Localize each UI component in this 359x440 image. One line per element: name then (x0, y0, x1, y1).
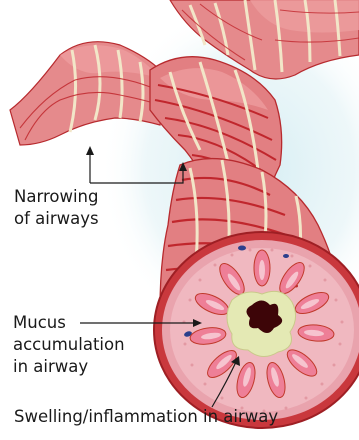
narrowing-label-line-1: Narrowing (14, 186, 99, 208)
airway-cross-section (154, 232, 359, 428)
swelling-inflammation-label: Swelling/inflammation in airway (14, 406, 278, 428)
narrowing-label-line-2: of airways (14, 208, 99, 230)
mucus-label-line-3: in airway (13, 356, 125, 378)
mucus-label-line-1: Mucus (13, 312, 125, 334)
narrowing-of-airways-label: Narrowing of airways (14, 186, 99, 230)
mucus-accumulation-label: Mucus accumulation in airway (13, 312, 125, 378)
mucus-label-line-2: accumulation (13, 334, 125, 356)
arrowhead-left-bronchus (86, 146, 94, 155)
